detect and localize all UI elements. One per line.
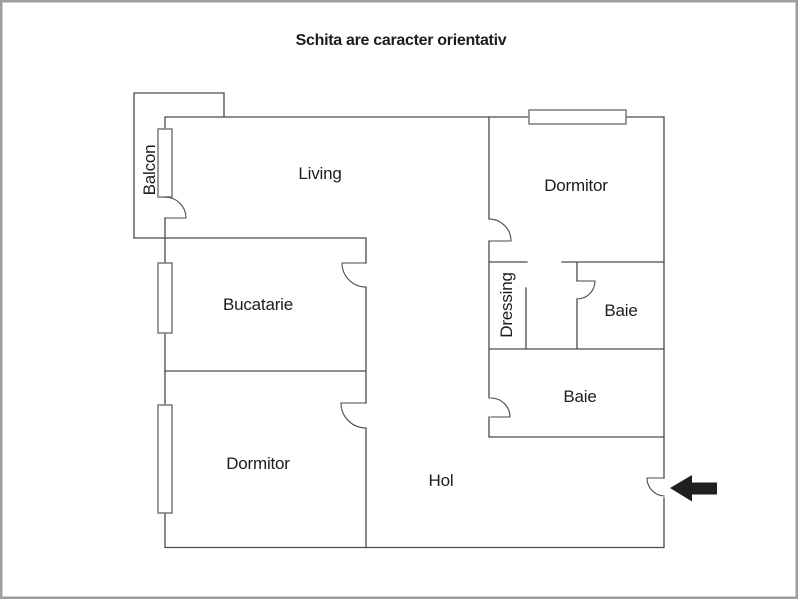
bedroom-top-window	[528, 109, 627, 125]
kitchen-window	[157, 262, 173, 334]
bath-small-door-arc	[576, 280, 596, 300]
entrance-door-arc	[646, 477, 665, 497]
balcony-door-arc	[164, 196, 187, 219]
room-label-living: Living	[298, 164, 341, 183]
bedroom-left-door-arc	[340, 402, 367, 429]
plan-title: Schita are caracter orientativ	[296, 32, 507, 49]
room-label-baie-large: Baie	[563, 387, 596, 406]
room-label-dormitor-bottom: Dormitor	[226, 454, 290, 473]
room-label-bucatarie: Bucatarie	[223, 295, 293, 314]
exterior-walls	[164, 116, 665, 549]
kitchen-door-arc	[341, 262, 367, 288]
room-label-dormitor-top: Dormitor	[544, 176, 608, 195]
bath-large-door-arc	[490, 397, 511, 418]
bedroom-left-window	[157, 404, 173, 514]
bedroom-top-door-arc	[488, 218, 512, 242]
balcony-walls	[133, 92, 225, 239]
room-label-balcon: Balcon	[140, 145, 159, 196]
balcony-window	[157, 128, 173, 198]
room-label-baie-small: Baie	[604, 301, 637, 320]
entrance-arrow-icon	[670, 475, 717, 502]
room-label-dressing: Dressing	[497, 272, 516, 337]
interior-walls	[133, 116, 665, 549]
room-label-hol: Hol	[429, 471, 454, 490]
